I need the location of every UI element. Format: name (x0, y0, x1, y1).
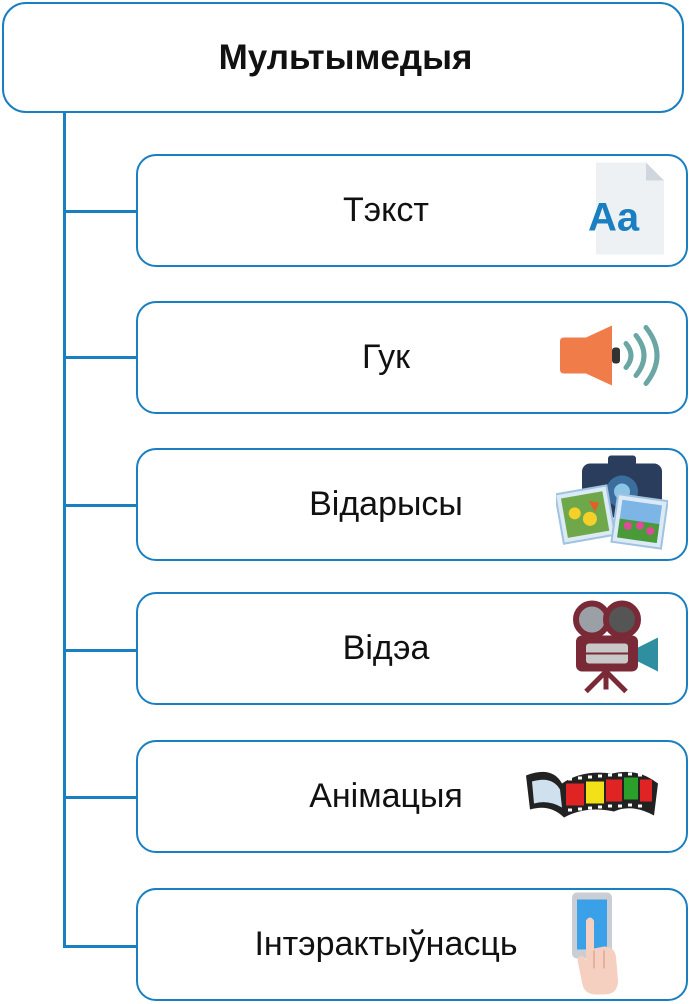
node-text: Тэкст Aa (136, 154, 688, 267)
root-title: Мультымедыя (218, 37, 473, 77)
branch-line (63, 504, 138, 507)
node-label: Інтэрактыўнасць (254, 925, 518, 963)
node-images: Відарысы (136, 448, 688, 561)
camera-photos-icon (554, 453, 669, 556)
node-label: Анімацыя (309, 777, 463, 815)
branch-line (63, 796, 138, 799)
video-camera-icon (572, 599, 662, 698)
root-node: Мультымедыя (2, 2, 684, 113)
node-interactivity: Інтэрактыўнасць (136, 888, 688, 1001)
node-label: Відарысы (309, 485, 463, 523)
touch-tablet-icon (570, 891, 630, 1002)
branch-line (63, 649, 138, 652)
node-label: Відэа (342, 629, 430, 667)
tree-trunk-line (63, 113, 66, 947)
film-strip-icon (522, 763, 668, 830)
speaker-icon (556, 323, 660, 392)
svg-text:Aa: Aa (588, 195, 640, 239)
node-label: Тэкст (343, 191, 429, 229)
node-animation: Анімацыя (136, 740, 688, 853)
node-video: Відэа (136, 592, 688, 705)
branch-line (63, 210, 138, 213)
node-label: Гук (361, 338, 410, 376)
branch-line (63, 356, 138, 359)
text-document-icon: Aa (588, 160, 668, 261)
node-sound: Гук (136, 301, 688, 414)
branch-line (63, 945, 138, 948)
